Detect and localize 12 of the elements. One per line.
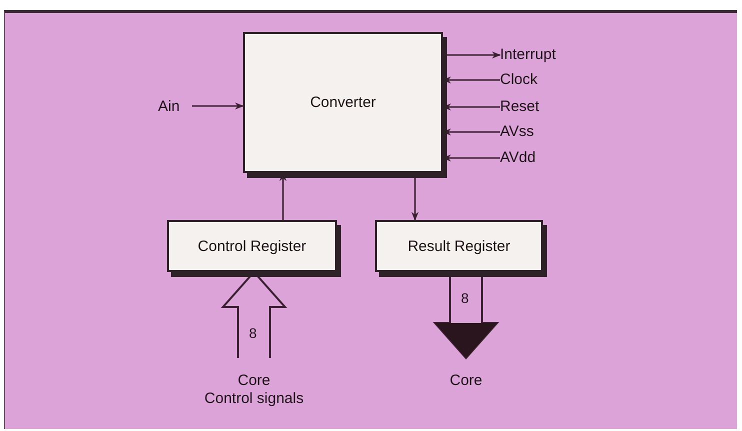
signal-label: Control signals — [203, 390, 305, 408]
signal-label: Clock — [500, 71, 539, 89]
signal-label: AVdd — [500, 149, 537, 167]
signal-label: Reset — [500, 98, 540, 116]
signal-label: Core — [236, 372, 272, 390]
block-label: Control Register — [198, 238, 306, 256]
signal-label: Core — [448, 372, 484, 390]
signal-label: AVss — [500, 123, 535, 141]
block-label: Converter — [310, 94, 376, 112]
signal-label: Interrupt — [500, 46, 557, 64]
block-label: Result Register — [408, 238, 510, 256]
signal-label: Ain — [158, 98, 181, 116]
